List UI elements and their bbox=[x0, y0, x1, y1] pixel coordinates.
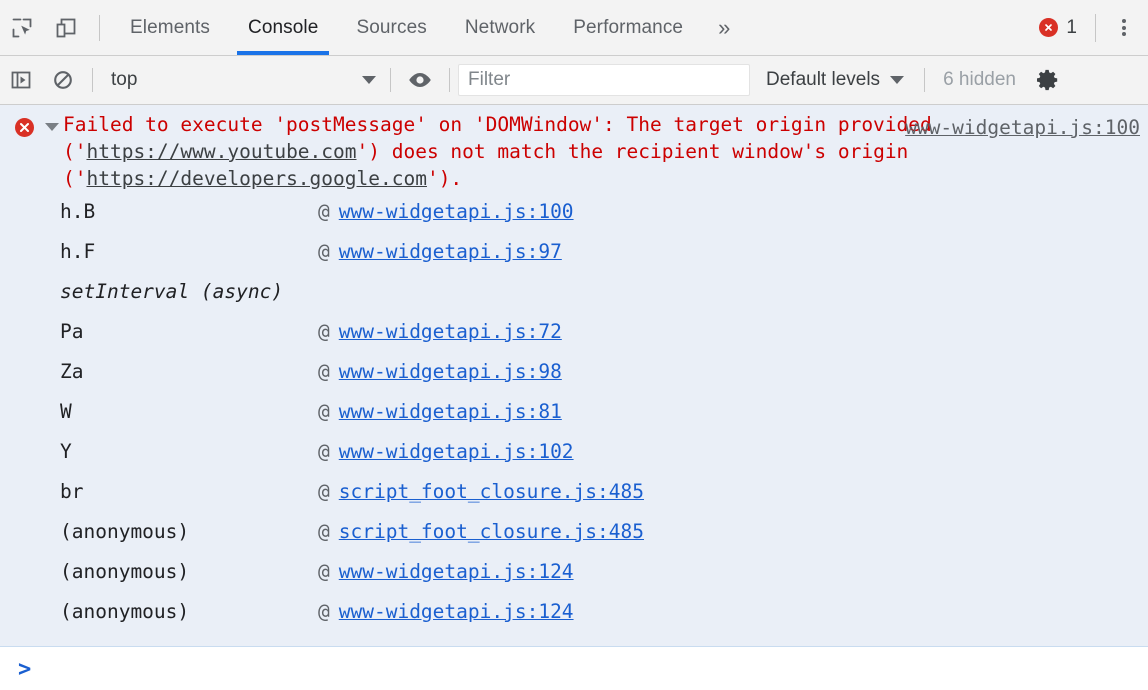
stack-frame-function: Y bbox=[60, 440, 72, 463]
stack-frame-async-boundary: setInterval (async) bbox=[0, 272, 1148, 312]
stack-frame-function: Za bbox=[60, 360, 84, 383]
kebab-menu-icon[interactable] bbox=[1106, 8, 1142, 48]
filter-input[interactable] bbox=[458, 64, 750, 96]
prompt-chevron-icon: > bbox=[18, 656, 32, 682]
stack-frame-link[interactable]: www-widgetapi.js:100 bbox=[338, 200, 574, 223]
execution-context-value: top bbox=[111, 69, 138, 90]
chevron-down-icon bbox=[362, 76, 376, 84]
console-sidebar-toggle-icon[interactable] bbox=[0, 60, 42, 100]
stack-frame-link[interactable]: www-widgetapi.js:72 bbox=[338, 320, 562, 343]
tab-performance-label: Performance bbox=[573, 16, 684, 38]
stack-frame-at: @ bbox=[318, 600, 330, 623]
error-text-link-youtube[interactable]: https://www.youtube.com bbox=[86, 140, 357, 163]
error-circle-icon bbox=[1039, 18, 1059, 37]
stack-frame-function: h.B bbox=[60, 200, 96, 223]
stack-frame-function: h.F bbox=[60, 240, 96, 263]
error-message-text: Failed to execute 'postMessage' on 'DOMW… bbox=[63, 111, 1140, 192]
console-toolbar: top Default levels 6 hidden bbox=[0, 56, 1148, 105]
toolbar-divider bbox=[449, 68, 450, 92]
stack-frame-link[interactable]: script_foot_closure.js:485 bbox=[338, 480, 644, 503]
toolbar-divider bbox=[390, 68, 391, 92]
devtools-tabbar: Elements Console Sources Network Perform… bbox=[0, 0, 1148, 56]
tab-network[interactable]: Network bbox=[446, 0, 554, 55]
stack-frame-at: @ bbox=[318, 400, 330, 423]
error-text-link-developers[interactable]: https://developers.google.com bbox=[86, 167, 427, 190]
triangle-down-icon[interactable] bbox=[45, 123, 59, 131]
console-message-list: Failed to execute 'postMessage' on 'DOMW… bbox=[0, 105, 1148, 690]
more-tabs-button[interactable]: » bbox=[718, 14, 731, 40]
live-expression-eye-icon[interactable] bbox=[399, 60, 441, 100]
error-source-link[interactable]: www-widgetapi.js:100 bbox=[905, 116, 1140, 139]
stack-frame: W @ www-widgetapi.js:81 bbox=[0, 392, 1148, 432]
stack-frame-link[interactable]: www-widgetapi.js:102 bbox=[338, 440, 574, 463]
stack-frame: Za @ www-widgetapi.js:98 bbox=[0, 352, 1148, 392]
stack-frame: h.F @ www-widgetapi.js:97 bbox=[0, 232, 1148, 272]
toolbar-divider bbox=[92, 68, 93, 92]
stack-frame-link[interactable]: www-widgetapi.js:98 bbox=[338, 360, 562, 383]
toolbar-divider bbox=[99, 14, 100, 41]
stack-frame-function: (anonymous) bbox=[60, 600, 190, 623]
stack-frame-link[interactable]: www-widgetapi.js:124 bbox=[338, 600, 574, 623]
tab-console-label: Console bbox=[248, 16, 319, 38]
stack-frame-function: Pa bbox=[60, 320, 84, 343]
execution-context-selector[interactable]: top bbox=[101, 64, 382, 96]
error-circle-icon bbox=[14, 117, 35, 143]
panel-tabs: Elements Console Sources Network Perform… bbox=[111, 0, 746, 55]
stack-frame-at: @ bbox=[318, 480, 330, 503]
stack-frame-link[interactable]: www-widgetapi.js:97 bbox=[338, 240, 562, 263]
error-text-part-0: Failed to execute 'postMessage' on 'DOMW… bbox=[63, 113, 944, 163]
stack-frame-link[interactable]: www-widgetapi.js:81 bbox=[338, 400, 562, 423]
error-count-value: 1 bbox=[1066, 16, 1077, 38]
tab-network-label: Network bbox=[464, 16, 536, 38]
stack-frame-link[interactable]: www-widgetapi.js:124 bbox=[338, 560, 574, 583]
chevron-down-icon bbox=[890, 76, 905, 84]
log-levels-label: Default levels bbox=[766, 69, 881, 90]
log-levels-selector[interactable]: Default levels bbox=[754, 64, 916, 96]
stack-frame-function: (anonymous) bbox=[60, 520, 190, 543]
stack-frame-at: @ bbox=[318, 560, 330, 583]
toolbar-divider bbox=[924, 68, 926, 92]
stack-frame-function: br bbox=[60, 480, 84, 503]
console-error-message[interactable]: Failed to execute 'postMessage' on 'DOMW… bbox=[0, 105, 1148, 647]
stack-frame: (anonymous) @ www-widgetapi.js:124 bbox=[0, 552, 1148, 592]
prompt-input[interactable] bbox=[37, 659, 39, 679]
stack-frame-at: @ bbox=[318, 200, 330, 223]
stack-frame-function: (anonymous) bbox=[60, 560, 190, 583]
stack-frame: Pa @ www-widgetapi.js:72 bbox=[0, 312, 1148, 352]
inspect-element-icon[interactable] bbox=[0, 6, 44, 50]
stack-frame-function: setInterval (async) bbox=[60, 280, 284, 303]
stack-frame: br @ script_foot_closure.js:485 bbox=[0, 472, 1148, 512]
clear-console-icon[interactable] bbox=[42, 60, 84, 100]
console-prompt[interactable]: > bbox=[0, 647, 1148, 690]
error-count-badge[interactable]: 1 bbox=[1031, 17, 1085, 39]
stack-frame: (anonymous) @ script_foot_closure.js:485 bbox=[0, 512, 1148, 552]
tab-sources-label: Sources bbox=[356, 16, 427, 38]
tab-sources[interactable]: Sources bbox=[337, 0, 445, 55]
toolbar-divider bbox=[1095, 13, 1096, 42]
tab-elements-label: Elements bbox=[130, 16, 211, 38]
tab-performance[interactable]: Performance bbox=[554, 0, 702, 55]
stack-frame: Y @ www-widgetapi.js:102 bbox=[0, 432, 1148, 472]
stack-frame-at: @ bbox=[318, 360, 330, 383]
hidden-messages-count[interactable]: 6 hidden bbox=[943, 69, 1016, 90]
gear-icon[interactable] bbox=[1028, 60, 1068, 100]
stack-frame-at: @ bbox=[318, 320, 330, 343]
stack-trace: h.B @ www-widgetapi.js:100 h.F @ www-wid… bbox=[0, 192, 1148, 638]
tab-console[interactable]: Console bbox=[229, 0, 337, 55]
stack-frame-link[interactable]: script_foot_closure.js:485 bbox=[338, 520, 644, 543]
stack-frame-at: @ bbox=[318, 440, 330, 463]
stack-frame-at: @ bbox=[318, 520, 330, 543]
tabbar-right-actions: 1 bbox=[1031, 8, 1148, 48]
stack-frame: (anonymous) @ www-widgetapi.js:124 bbox=[0, 592, 1148, 632]
error-text-part-4: '). bbox=[426, 167, 463, 190]
error-message-header: Failed to execute 'postMessage' on 'DOMW… bbox=[0, 111, 1148, 192]
stack-frame-function: W bbox=[60, 400, 72, 423]
stack-frame-at: @ bbox=[318, 240, 330, 263]
tab-elements[interactable]: Elements bbox=[111, 0, 229, 55]
error-text-part-2: ') does not match the recipient window's… bbox=[63, 140, 921, 190]
stack-frame: h.B @ www-widgetapi.js:100 bbox=[0, 192, 1148, 232]
device-toolbar-icon[interactable] bbox=[44, 6, 88, 50]
